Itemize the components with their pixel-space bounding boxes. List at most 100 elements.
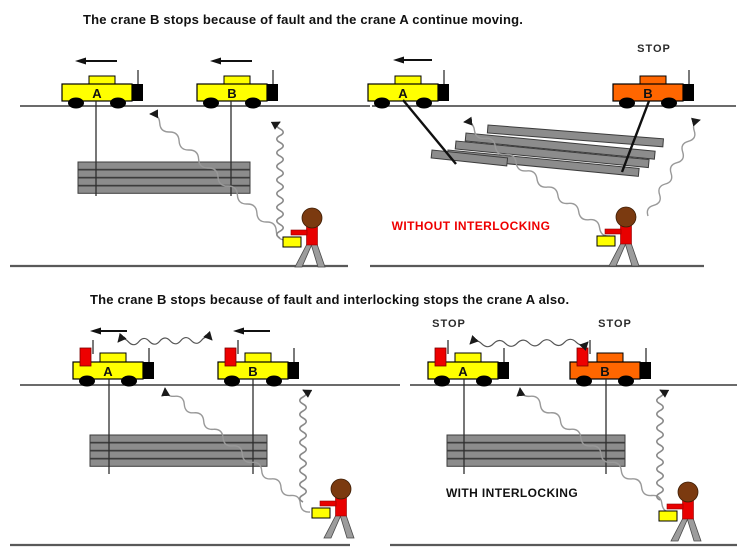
falling-load-bundle — [430, 124, 664, 177]
interlock-signal-icon — [117, 330, 213, 346]
interlock-beacon — [576, 347, 589, 367]
crane-wheel — [266, 375, 282, 387]
load-bar — [89, 434, 268, 443]
caption-with-interlocking: WITH INTERLOCKING — [446, 486, 578, 500]
operator-figure — [282, 207, 326, 268]
load-bundle — [89, 434, 268, 467]
crane-cab — [596, 352, 624, 363]
movement-arrow-left-icon — [90, 327, 127, 335]
crane-cab — [99, 352, 127, 363]
radio-signal-icon — [516, 387, 673, 513]
interlock-beacon — [224, 347, 237, 367]
caption-without-interlocking: WITHOUT INTERLOCKING — [392, 219, 551, 233]
movement-arrow-left-icon — [393, 56, 432, 64]
load-bar — [454, 140, 650, 169]
crane-wheel — [434, 375, 450, 387]
load-bar — [486, 124, 664, 148]
panel-bottom-left: A B — [10, 327, 400, 547]
load-bar — [446, 450, 626, 459]
crane-b-label: B — [600, 364, 609, 379]
radio-signal-icon — [161, 387, 311, 513]
crane-cab — [244, 352, 272, 363]
crane-b-label: B — [248, 364, 257, 379]
panel-top-left: A B — [10, 57, 370, 268]
crane-a-label: A — [92, 86, 102, 101]
movement-arrow-left-icon — [233, 327, 270, 335]
load-bundle — [446, 434, 626, 467]
load-bundle — [77, 161, 251, 194]
crane-b-label: B — [227, 86, 236, 101]
crane-a: STOP A — [427, 318, 509, 387]
stop-label: STOP — [637, 43, 671, 55]
load-bar — [89, 442, 268, 451]
movement-arrow-left-icon — [210, 57, 252, 65]
crane-end-cap — [498, 362, 509, 379]
movement-arrow-left-icon — [75, 57, 117, 65]
crane-end-cap — [132, 84, 143, 101]
crane-wheel — [416, 97, 432, 109]
operator-figure — [311, 478, 355, 539]
crane-end-cap — [683, 84, 694, 101]
crane-a-label: A — [458, 364, 468, 379]
crane-b: B — [196, 57, 278, 109]
scenario1-title: The crane B stops because of fault and t… — [83, 12, 523, 27]
operator-figure — [658, 481, 702, 542]
crane-a: A — [61, 57, 143, 109]
crane-wheel — [203, 97, 219, 109]
crane-end-cap — [640, 362, 651, 379]
scenario2-title: The crane B stops because of fault and i… — [90, 292, 569, 307]
crane-wheel — [374, 97, 390, 109]
load-bar — [89, 450, 268, 459]
interlock-beacon — [434, 347, 447, 367]
crane-wheel — [121, 375, 137, 387]
crane-a: A — [367, 56, 449, 109]
crane-wheel — [619, 97, 635, 109]
crane-a: A — [72, 327, 154, 387]
load-bar — [446, 434, 626, 443]
load-bar — [77, 177, 251, 186]
crane-end-cap — [267, 84, 278, 101]
crane-end-cap — [438, 84, 449, 101]
crane-wheel — [224, 375, 240, 387]
crane-wheel — [576, 375, 592, 387]
radio-signal-icon — [656, 389, 670, 501]
load-bar — [446, 442, 626, 451]
interlock-signal-icon — [469, 335, 589, 351]
radio-signal-icon — [149, 109, 287, 241]
panel-top-right: A STOP B WITHOUT INTERLOCKING — [367, 43, 736, 268]
radio-signal-icon — [299, 389, 313, 503]
radio-signal-icon — [270, 121, 284, 239]
crane-end-cap — [288, 362, 299, 379]
crane-wheel — [245, 97, 261, 109]
crane-b-label: B — [643, 86, 652, 101]
load-bar — [446, 458, 626, 467]
load-bar — [430, 149, 509, 167]
load-bar — [77, 185, 251, 194]
operator-figure — [596, 206, 640, 267]
radio-signal-icon — [646, 117, 701, 217]
crane-wheel — [618, 375, 634, 387]
crane-b: STOP B — [569, 318, 651, 387]
load-bar — [77, 161, 251, 170]
crane-a-label: A — [103, 364, 113, 379]
panel-bottom-right: STOP A STOP B — [390, 318, 737, 547]
crane-wheel — [110, 97, 126, 109]
hoist-rope — [620, 100, 651, 173]
crane-wheel — [661, 97, 677, 109]
crane-b: B — [217, 327, 299, 387]
load-bar — [89, 458, 268, 467]
crane-cab — [454, 352, 482, 363]
load-bar — [464, 132, 656, 160]
crane-wheel — [68, 97, 84, 109]
radio-signal-icon — [463, 116, 611, 237]
hoist-rope — [402, 99, 457, 165]
crane-wheel — [476, 375, 492, 387]
crane-wheel — [79, 375, 95, 387]
crane-end-cap — [143, 362, 154, 379]
crane-a-label: A — [398, 86, 408, 101]
stop-label: STOP — [598, 318, 632, 330]
load-bar — [77, 169, 251, 178]
stop-label: STOP — [432, 318, 466, 330]
